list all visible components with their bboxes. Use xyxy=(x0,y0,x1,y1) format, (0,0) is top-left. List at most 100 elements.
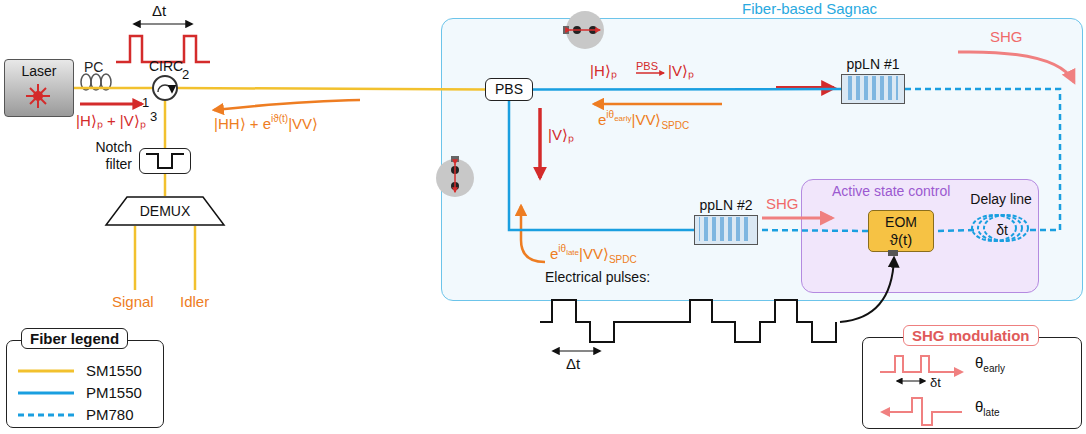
annotation-label: Electrical pulses: xyxy=(545,268,650,286)
math-label: θearly xyxy=(975,354,1005,374)
notch-symbol xyxy=(146,154,184,168)
node-heading: ppLN #1 xyxy=(847,56,900,73)
photon-arrow xyxy=(214,100,360,110)
fiber-connector xyxy=(74,87,152,90)
annotation-label: SHG xyxy=(990,28,1023,46)
node-heading: Delay line xyxy=(970,191,1031,208)
annotation-label: 3 xyxy=(150,108,157,126)
node-label: DEMUX xyxy=(140,203,191,220)
legend-sample xyxy=(18,388,78,398)
node-label: ϑ(t) xyxy=(890,231,912,248)
annotation-label: PC xyxy=(84,58,103,76)
shg-arrow xyxy=(958,52,1074,82)
node-heading: Fiber-based Sagnac xyxy=(742,0,877,17)
math-label: eiθearly|VV⟩SPDC xyxy=(598,110,689,131)
drive-arrow xyxy=(840,258,894,322)
pm-fiber-icon xyxy=(436,156,474,197)
node-label: PBS xyxy=(495,81,523,98)
fiber-connector xyxy=(164,101,167,148)
annotation-label: Signal xyxy=(112,293,154,311)
fiber-connector xyxy=(905,89,1060,230)
shg-modulation-box: SHG modulation xyxy=(862,337,1082,429)
math-part: e xyxy=(550,245,558,262)
shg-waveform xyxy=(880,356,962,372)
annotation-label: |H⟩ₚ xyxy=(590,62,617,80)
math-part: early xyxy=(983,363,1005,374)
annotation-label: Idler xyxy=(180,293,209,311)
delay-arrow xyxy=(897,381,925,382)
math-part: |VV⟩ xyxy=(288,115,318,132)
legend-sample xyxy=(18,410,78,420)
annotation-label: Δt xyxy=(566,355,580,373)
poling-grating xyxy=(846,76,898,100)
fiber-connector xyxy=(509,101,694,230)
node-heading: Active state control xyxy=(832,183,950,200)
legend-sample xyxy=(18,366,78,376)
node-heading: CIRC xyxy=(149,58,183,75)
math-part: |VV⟩ xyxy=(579,245,609,262)
legend-label: PM1550 xyxy=(86,384,142,402)
laser-burst xyxy=(26,84,50,108)
math-part: iϑ(t) xyxy=(271,113,288,124)
annotation-label: Δt xyxy=(152,2,166,20)
pm-fiber-icon xyxy=(563,11,604,49)
fiber-connector xyxy=(178,88,485,90)
node-label: Laser xyxy=(21,63,56,80)
math-part: late xyxy=(983,407,999,418)
legend-label: SM1550 xyxy=(86,362,142,380)
fiber-connector xyxy=(164,174,167,196)
notch-filter: Notch filter xyxy=(139,148,191,174)
pump-arrow xyxy=(80,103,142,106)
time-arrow xyxy=(553,350,600,351)
pbs-arrow xyxy=(636,72,664,74)
math-part: θ xyxy=(975,398,983,415)
signal-fiber xyxy=(134,226,137,290)
math-label: eiθlate|VV⟩SPDC xyxy=(550,244,637,265)
math-part: late xyxy=(566,248,579,257)
pbs-box: PBS xyxy=(485,78,533,101)
annotation-label: |V⟩ₚ xyxy=(548,126,574,144)
eom-box: EOMϑ(t) xyxy=(868,210,934,252)
poling-grating xyxy=(699,217,751,241)
annotation-label: PBS xyxy=(636,57,658,75)
time-arrow xyxy=(134,23,192,24)
math-part: iθ xyxy=(606,109,614,120)
annotation-label: 2 xyxy=(182,66,189,84)
math-part: |HH⟩ + e xyxy=(214,115,271,132)
legend-label: PM780 xyxy=(86,406,134,424)
node-heading: ppLN #2 xyxy=(700,197,753,214)
delay-coil xyxy=(972,215,1028,241)
math-part: e xyxy=(598,111,606,128)
fiber-connector xyxy=(934,230,974,231)
math-part: iθ xyxy=(558,243,566,254)
math-part: early xyxy=(614,114,631,123)
fiber-connector xyxy=(758,230,868,231)
math-part: θ xyxy=(975,354,983,371)
math-label: θlate xyxy=(975,398,999,418)
photon-arrow xyxy=(594,103,722,106)
photon-arrow xyxy=(521,206,545,262)
math-part: SPDC xyxy=(609,254,637,265)
annotation-label: 1 xyxy=(142,94,149,112)
node-label: δt xyxy=(996,222,1008,239)
control-region: Active state controlEOMϑ(t) Delay line δt xyxy=(801,179,1039,293)
math-label: |HH⟩ + eiϑ(t)|VV⟩ xyxy=(214,114,318,133)
node-heading: Notch filter xyxy=(78,139,132,173)
annotation-label: δt xyxy=(930,374,941,392)
node-label: EOM xyxy=(885,214,917,231)
circulator-arrow xyxy=(158,85,172,92)
math-part: |VV⟩ xyxy=(631,111,661,128)
fiber-connector xyxy=(533,88,841,91)
node-heading: SHG modulation xyxy=(903,325,1039,346)
annotation-label: |V⟩ₚ xyxy=(668,62,694,80)
pump-arrow xyxy=(538,108,542,178)
shg-waveform xyxy=(882,398,962,425)
electrical-waveform xyxy=(540,300,836,342)
shg-arrow xyxy=(762,217,832,220)
annotation-label: |H⟩ₚ + |V⟩ₚ xyxy=(76,112,146,130)
idler-fiber xyxy=(194,226,197,290)
sagnac-region: Fiber-based SagnacPBSppLN #1ppLN #2Activ… xyxy=(441,18,1083,301)
circulator: CIRC xyxy=(152,75,178,101)
annotation-label: SHG xyxy=(766,195,799,213)
math-part: SPDC xyxy=(661,120,689,131)
